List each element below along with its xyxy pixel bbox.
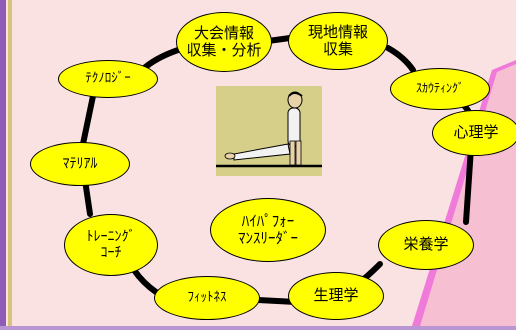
node-physiology-label: 生理学 — [313, 286, 359, 305]
node-psychology-label: 心理学 — [453, 123, 499, 142]
connector-arc — [463, 145, 474, 225]
node-tournament-info: 大会情報 収集・分析 — [176, 12, 272, 72]
node-training-coach: ﾄﾚｰﾆﾝｸﾞ ｺｰﾁ — [64, 214, 158, 276]
node-fitness: ﾌｨｯﾄﾈｽ — [154, 276, 260, 320]
node-training-coach-label: ﾄﾚｰﾆﾝｸﾞ ｺｰﾁ — [86, 228, 136, 261]
connector-arc — [80, 93, 96, 147]
node-fitness-label: ﾌｨｯﾄﾈｽ — [187, 289, 227, 305]
node-high-performance-leader-label: ﾊｲﾊﾟﾌｫｰ ﾏﾝｽﾘｰﾀﾞｰ — [237, 211, 298, 247]
node-tournament-info-label: 大会情報 収集・分析 — [186, 23, 262, 59]
node-nutrition: 栄養学 — [378, 220, 474, 270]
node-scouting: ｽｶｳﾃｨﾝｸﾞ — [390, 68, 490, 110]
node-nutrition-label: 栄養学 — [403, 235, 449, 254]
connector-arc — [385, 45, 416, 73]
connector-arc — [131, 267, 159, 295]
left-border — [0, 0, 6, 330]
node-local-info: 現地情報 収集 — [288, 12, 388, 70]
node-technology: ﾃｸﾉﾛｼﾞｰ — [58, 60, 158, 98]
node-technology-label: ﾃｸﾉﾛｼﾞｰ — [85, 70, 131, 86]
node-high-performance-leader: ﾊｲﾊﾟﾌｫｰ ﾏﾝｽﾘｰﾀﾞｰ — [210, 198, 326, 262]
node-materials-label: ﾏﾃﾘｱﾙ — [62, 155, 98, 172]
node-physiology: 生理学 — [288, 272, 384, 320]
node-materials: ﾏﾃﾘｱﾙ — [30, 142, 130, 186]
bottom-border — [0, 326, 516, 330]
gymnast-icon — [216, 91, 322, 168]
node-scouting-label: ｽｶｳﾃｨﾝｸﾞ — [415, 81, 464, 96]
node-psychology: 心理学 — [432, 110, 516, 156]
node-local-info-label: 現地情報 収集 — [307, 22, 368, 58]
left-border-inner — [8, 0, 12, 330]
gymnast-illustration — [216, 86, 322, 176]
